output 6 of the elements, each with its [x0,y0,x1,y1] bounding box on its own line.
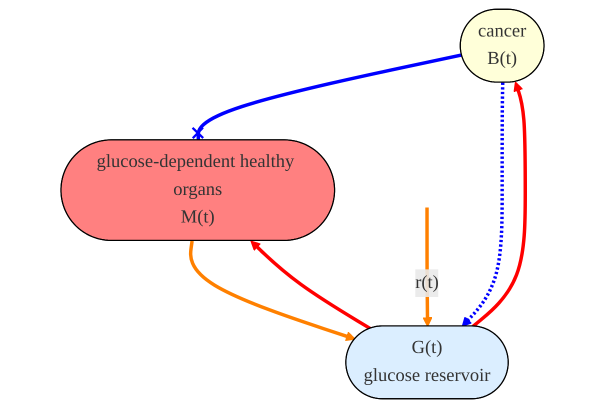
edge-label: r(t) [415,272,439,292]
arrow [188,240,356,342]
arrow [250,240,372,330]
arrow [462,82,504,327]
arrow [472,81,527,328]
connector [191,53,462,140]
